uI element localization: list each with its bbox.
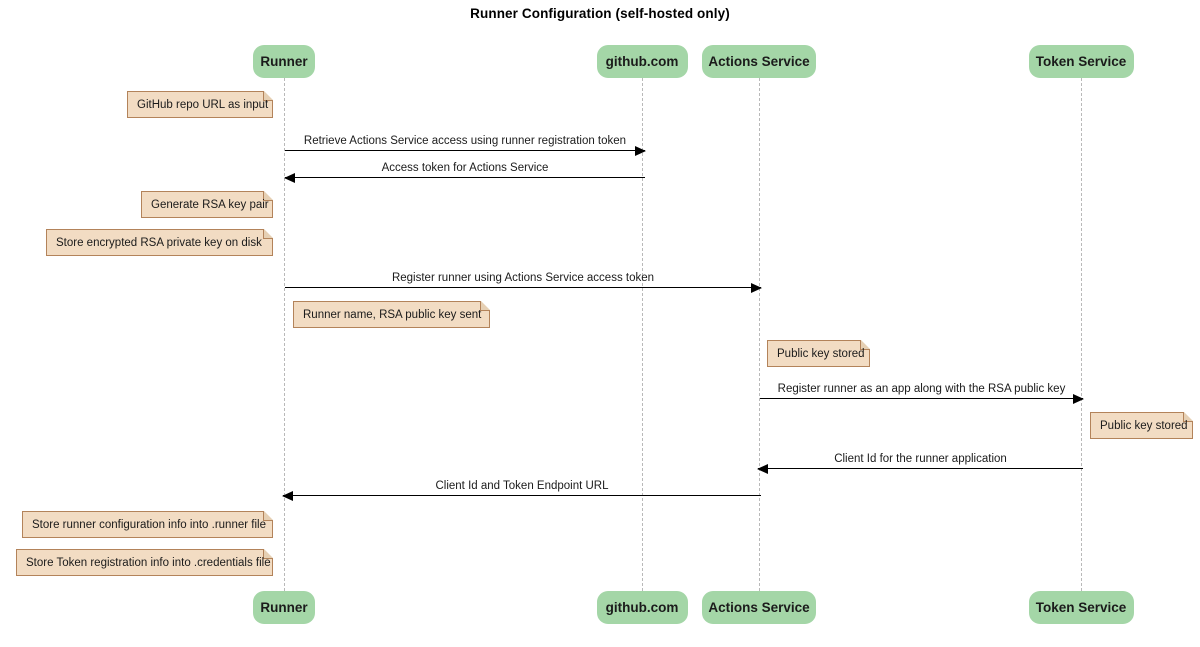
lifeline-token-service — [1081, 78, 1082, 591]
lifeline-actions-service — [759, 78, 760, 591]
participant-github-com-top[interactable]: github.com — [596, 45, 688, 78]
arrow-head-icon — [757, 463, 768, 474]
message-line — [758, 468, 1083, 469]
msg-access-token: Access token for Actions Service — [284, 162, 645, 183]
arrow-head-icon — [751, 282, 762, 293]
participant-token-service-bottom[interactable]: Token Service — [1028, 591, 1134, 624]
msg-retrieve-actions-access: Retrieve Actions Service access using ru… — [285, 135, 646, 156]
participant-label: Token Service — [1035, 600, 1127, 615]
participant-label: Actions Service — [708, 600, 810, 615]
note-text: Public key stored — [777, 347, 865, 360]
note-fold-corner-icon — [263, 548, 274, 559]
note-text: Generate RSA key pair — [151, 198, 269, 211]
note-fold-corner-icon — [263, 190, 274, 201]
message-label: Register runner using Actions Service ac… — [391, 272, 655, 284]
note-public-key-stored-1: Public key stored — [767, 339, 871, 367]
message-line — [285, 287, 761, 288]
note-text: GitHub repo URL as input — [137, 98, 269, 111]
lifeline-github-com — [642, 78, 643, 591]
message-label: Register runner as an app along with the… — [777, 383, 1066, 395]
message-line — [283, 495, 761, 496]
arrow-head-icon — [284, 172, 295, 183]
note-fold-corner-icon — [480, 300, 491, 311]
message-line — [285, 150, 645, 151]
message-label: Retrieve Actions Service access using ru… — [303, 135, 627, 147]
note-runner-name-rsa: Runner name, RSA public key sent — [293, 300, 491, 328]
arrow-head-icon — [1073, 393, 1084, 404]
message-label: Client Id for the runner application — [834, 453, 1007, 465]
msg-register-app-rsa: Register runner as an app along with the… — [760, 383, 1084, 404]
participant-label: Runner — [260, 54, 308, 69]
note-text: Store runner configuration info into .ru… — [32, 518, 266, 531]
message-label: Client Id and Token Endpoint URL — [435, 480, 609, 492]
participant-label: Token Service — [1035, 54, 1127, 69]
note-store-runner-config: Store runner configuration info into .ru… — [22, 510, 274, 538]
msg-client-id-runner-app: Client Id for the runner application — [757, 453, 1083, 474]
note-fold-corner-icon — [263, 90, 274, 101]
message-line — [760, 398, 1083, 399]
participant-label: github.com — [605, 600, 679, 615]
participant-actions-service-top[interactable]: Actions Service — [702, 45, 816, 78]
page-title: Runner Configuration (self-hosted only) — [470, 6, 730, 21]
note-text: Public key stored — [1100, 419, 1188, 432]
msg-client-id-token-endpoint: Client Id and Token Endpoint URL — [282, 480, 761, 501]
note-github-repo-url: GitHub repo URL as input — [127, 90, 274, 118]
participant-github-com-bottom[interactable]: github.com — [596, 591, 688, 624]
lifeline-runner — [284, 78, 285, 591]
note-fold-corner-icon — [1183, 411, 1194, 422]
arrow-head-icon — [282, 490, 293, 501]
message-line — [285, 177, 645, 178]
message-label: Access token for Actions Service — [381, 162, 549, 174]
participant-actions-service-bottom[interactable]: Actions Service — [702, 591, 816, 624]
participant-label: Actions Service — [708, 54, 810, 69]
note-generate-rsa: Generate RSA key pair — [141, 190, 274, 218]
note-fold-corner-icon — [263, 228, 274, 239]
note-text: Store encrypted RSA private key on disk — [56, 236, 262, 249]
participant-runner-bottom[interactable]: Runner — [253, 591, 315, 624]
participant-token-service-top[interactable]: Token Service — [1028, 45, 1134, 78]
arrow-head-icon — [635, 145, 646, 156]
note-store-token-reg: Store Token registration info into .cred… — [16, 548, 274, 576]
note-public-key-stored-2: Public key stored — [1090, 411, 1194, 439]
participant-runner-top[interactable]: Runner — [253, 45, 315, 78]
note-text: Runner name, RSA public key sent — [303, 308, 482, 321]
participant-label: Runner — [260, 600, 308, 615]
note-fold-corner-icon — [263, 510, 274, 521]
msg-register-runner: Register runner using Actions Service ac… — [285, 272, 762, 293]
note-text: Store Token registration info into .cred… — [26, 556, 271, 569]
participant-label: github.com — [605, 54, 679, 69]
note-fold-corner-icon — [860, 339, 871, 350]
note-store-encrypted-rsa: Store encrypted RSA private key on disk — [46, 228, 274, 256]
